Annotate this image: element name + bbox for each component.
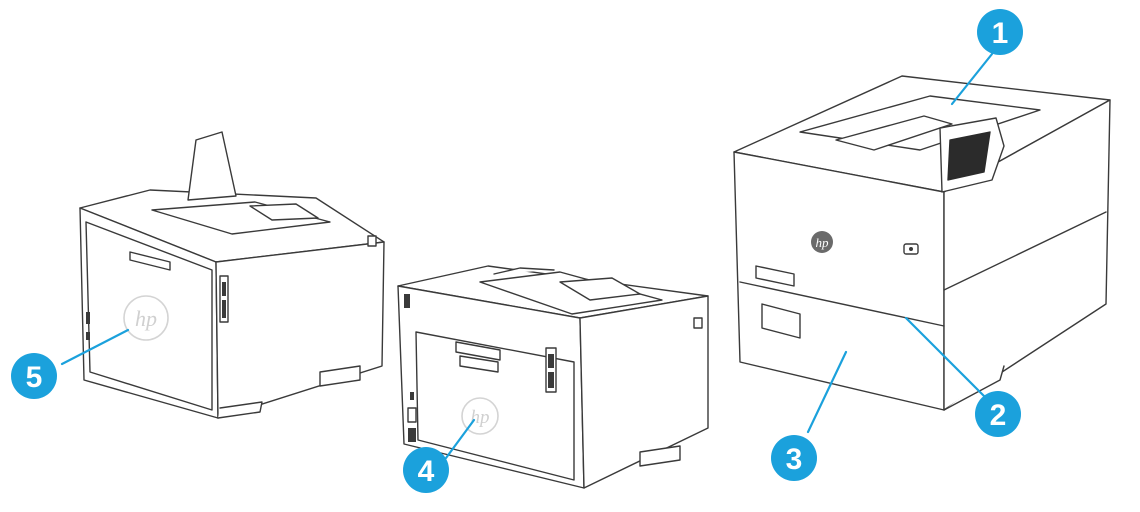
callout-1: 1 — [977, 9, 1023, 55]
power-button-icon — [903, 243, 919, 255]
leader-line-4 — [444, 418, 476, 460]
hp-logo-icon: hp — [461, 397, 499, 435]
callout-3-label: 3 — [786, 443, 803, 476]
leader-line-5 — [60, 328, 130, 366]
touchscreen-panel-icon — [939, 117, 1005, 193]
callout-1-label: 1 — [992, 17, 1009, 50]
hp-logo-icon: hp — [811, 231, 833, 253]
printer-rear-center: hp — [397, 265, 709, 489]
printer-front: hp — [733, 75, 1111, 411]
svg-text:hp: hp — [816, 235, 830, 250]
printer-rear-left: hp — [79, 131, 385, 419]
svg-text:hp: hp — [471, 407, 490, 428]
callout-2: 2 — [975, 391, 1021, 437]
leader-line-1 — [950, 52, 994, 106]
leader-line-3 — [806, 350, 848, 434]
svg-text:hp: hp — [135, 306, 157, 331]
callout-4: 4 — [403, 447, 449, 493]
leader-line-2 — [904, 316, 988, 400]
callout-4-label: 4 — [418, 455, 435, 488]
hp-logo-icon: hp — [123, 295, 169, 341]
callout-5-label: 5 — [26, 361, 43, 394]
callout-3: 3 — [771, 435, 817, 481]
callout-2-label: 2 — [990, 399, 1007, 432]
callout-5: 5 — [11, 353, 57, 399]
